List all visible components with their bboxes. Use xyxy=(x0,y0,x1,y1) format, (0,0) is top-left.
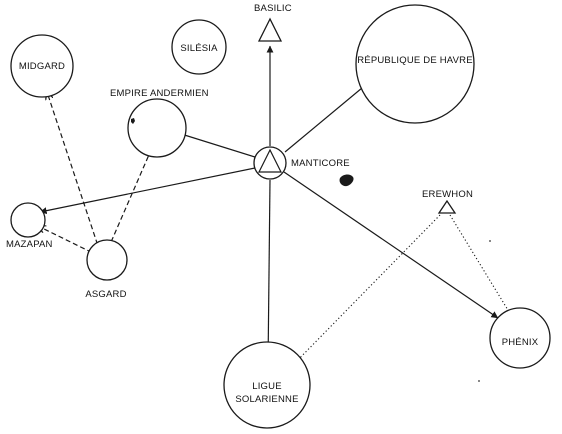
node-label-ligue-line2: SOLARIENNE xyxy=(235,394,298,405)
node-label-silesia: SILÉSIA xyxy=(180,43,218,54)
node-circle-asgard xyxy=(86,239,128,281)
edge-manticore-phenix xyxy=(283,171,499,319)
node-label-mazapan: MAZAPAN xyxy=(6,239,53,250)
edge-manticore-ligue xyxy=(264,179,272,368)
node-silesia[interactable]: SILÉSIA xyxy=(171,19,227,75)
node-circle-silesia xyxy=(171,19,227,75)
node-circle-phenix xyxy=(489,307,551,369)
edge-asgard-midgard xyxy=(47,92,101,253)
node-circle-ligue xyxy=(223,341,311,429)
node-ligue-solarienne[interactable]: LIGUE SOLARIENNE xyxy=(223,341,311,429)
node-circle-mazapan xyxy=(10,202,46,238)
node-label-ligue-line1: LIGUE xyxy=(252,381,282,392)
node-label-erewhon: EREWHON xyxy=(422,189,473,200)
node-midgard[interactable]: MIDGARD xyxy=(10,34,74,98)
node-empire-andermien[interactable]: EMPIRE ANDERMIEN xyxy=(110,88,209,158)
triangle-icon xyxy=(437,199,457,214)
node-manticore[interactable]: MANTICORE xyxy=(253,146,354,187)
node-label-phenix: PHÉNIX xyxy=(502,337,539,348)
node-label-manticore: MANTICORE xyxy=(291,158,350,169)
node-label-midgard: MIDGARD xyxy=(19,61,65,72)
node-phenix[interactable]: PHÉNIX xyxy=(489,307,551,369)
node-label-andermien: EMPIRE ANDERMIEN xyxy=(110,88,209,99)
node-asgard[interactable]: ASGARD xyxy=(85,239,128,300)
ink-blot xyxy=(339,174,354,187)
node-label-asgard: ASGARD xyxy=(85,289,126,300)
nodes: BASILIC SILÉSIA RÉPUBLIQUE DE HAVRE MIDG… xyxy=(6,3,551,429)
speck-mark xyxy=(489,240,491,242)
node-mazapan[interactable]: MAZAPAN xyxy=(6,202,53,250)
edge-erewhon-ligue xyxy=(290,214,441,368)
edges xyxy=(38,45,514,368)
node-label-republique: RÉPUBLIQUE DE HAVRE xyxy=(357,55,473,66)
node-republique-de-havre[interactable]: RÉPUBLIQUE DE HAVRE xyxy=(355,4,475,124)
speck-mark xyxy=(478,380,480,382)
node-basilic[interactable]: BASILIC xyxy=(254,3,292,42)
node-circle-republique xyxy=(355,4,475,124)
node-erewhon[interactable]: EREWHON xyxy=(422,189,473,214)
edge-erewhon-phenix xyxy=(449,214,514,320)
triangle-icon xyxy=(258,148,282,173)
node-circle-andermien xyxy=(127,98,187,158)
speck-mark xyxy=(131,118,135,124)
triangle-icon xyxy=(257,17,283,42)
edge-manticore-mazapan xyxy=(39,167,256,215)
node-circle-midgard xyxy=(10,34,74,98)
edge-manticore-republique xyxy=(284,82,369,153)
node-label-basilic: BASILIC xyxy=(254,3,292,14)
